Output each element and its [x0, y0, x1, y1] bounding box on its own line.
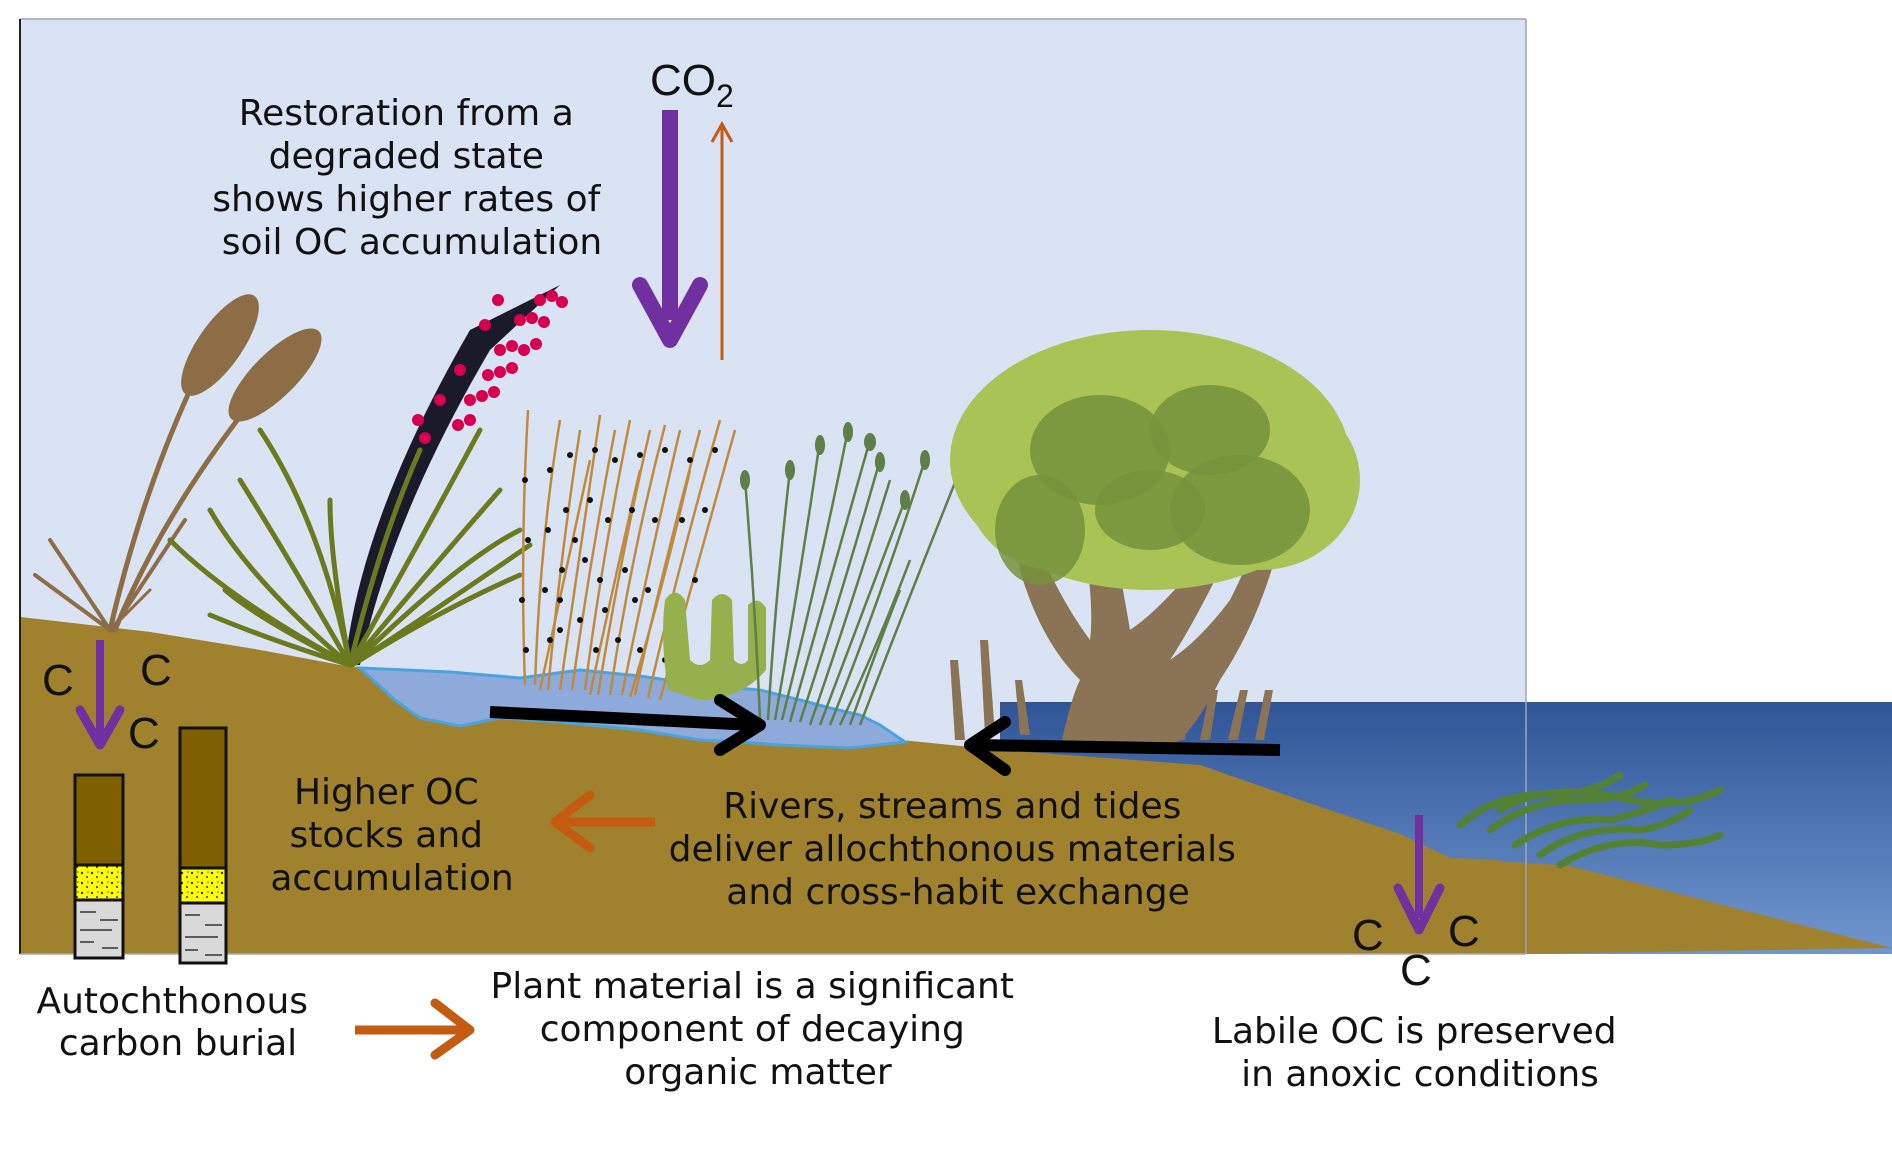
seagrass-icon [1456, 771, 1724, 869]
flax-plant-icon [345, 285, 568, 665]
plant-material-label: Plant material is a significant componen… [491, 966, 1026, 1093]
carbon-burial-arrow-left [75, 640, 125, 750]
pond [355, 666, 910, 750]
orange-arrow-left [550, 790, 655, 853]
autochthonous-label: Autochthonous carbon burial [36, 981, 319, 1064]
restoration-label: Restoration from a degraded state shows … [212, 93, 612, 263]
grass-tussock-icon [167, 427, 533, 668]
carbon-symbol: C [140, 646, 172, 695]
carbon-symbol: C [1448, 907, 1480, 956]
carbon-symbol: C [1400, 946, 1432, 995]
carbon-symbol: C [1352, 911, 1384, 960]
co2-label: CO2 [650, 56, 734, 114]
labile-oc-label: Labile OC is preserved in anoxic conditi… [1212, 1011, 1628, 1095]
carbon-symbol: C [42, 656, 74, 705]
carbon-burial-arrow-right [1393, 815, 1445, 935]
soil-core-tall [178, 726, 228, 965]
co2-release-arrow [710, 120, 734, 360]
succulent-plant-icon [663, 592, 766, 700]
mangrove-tree-icon [950, 330, 1360, 754]
co2-uptake-arrow [632, 110, 708, 348]
rivers-streams-tides-label: Rivers, streams and tides deliver alloch… [669, 786, 1248, 913]
pampas-grass-icon [33, 294, 322, 633]
orange-arrow-right [355, 998, 475, 1060]
inflow-arrow-right [489, 694, 766, 756]
soil-right-edge [1400, 834, 1526, 954]
carbon-symbol: C [128, 709, 160, 758]
tidal-inflow-arrow-left [964, 716, 1281, 776]
higher-oc-label: Higher OC stocks and accumulation [270, 772, 513, 899]
clay-lamination-lines [80, 911, 222, 956]
rush-seedheads-icon [740, 422, 930, 510]
rushes-icon [743, 429, 962, 726]
